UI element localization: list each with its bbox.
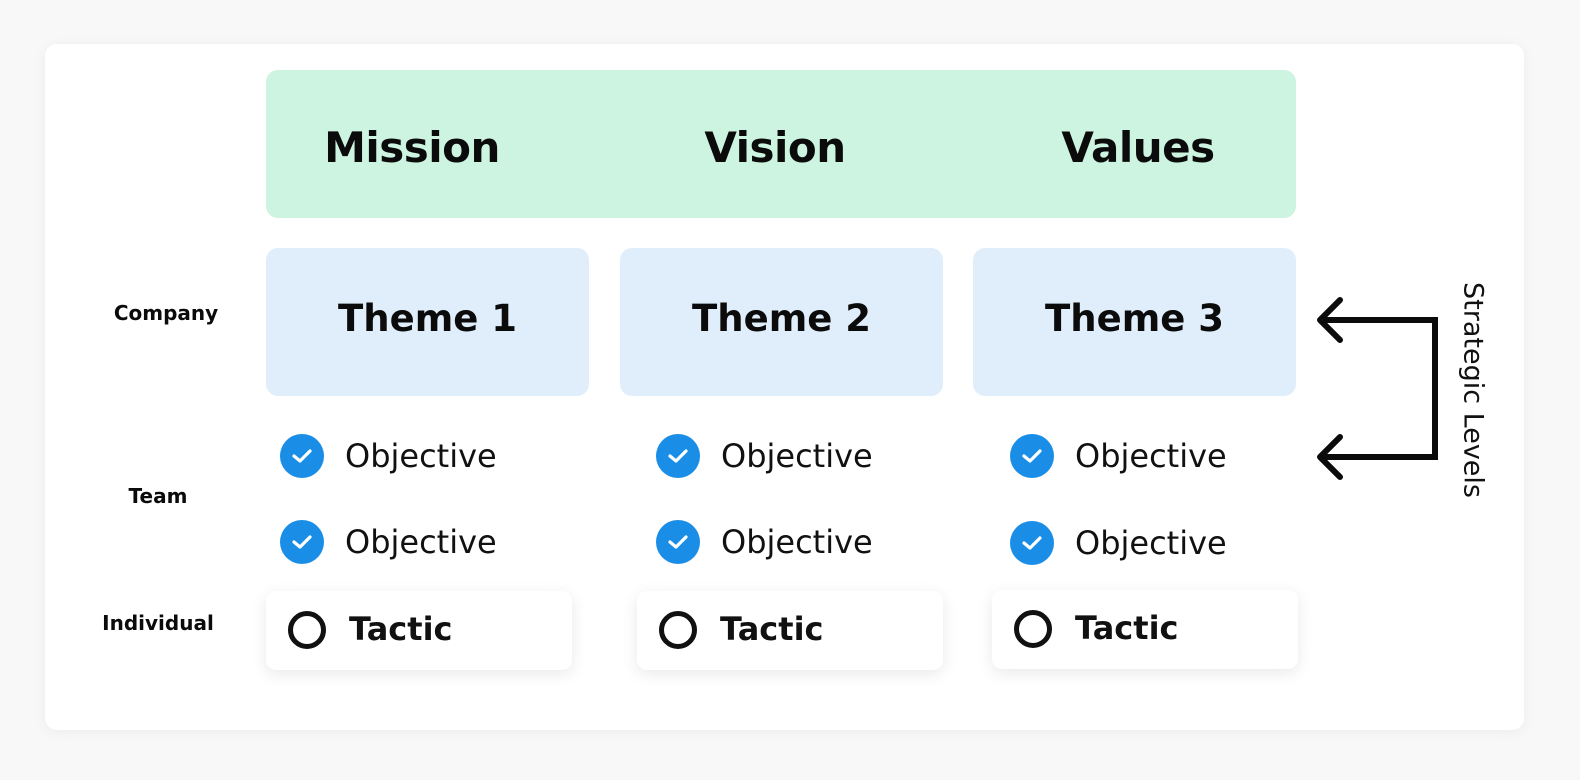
check-circle-icon [280,520,324,564]
theme-box-1: Theme 1 [266,248,589,396]
theme-label: Theme 1 [338,297,517,340]
level-label-team: Team [128,484,188,508]
theme-label: Theme 2 [692,297,871,340]
theme-label: Theme 3 [1045,297,1224,340]
banner-item-mission: Mission [324,123,500,172]
objective-item: Objective [656,519,873,565]
banner-item-values: Values [1061,123,1215,172]
check-circle-icon [280,434,324,478]
level-label-individual: Individual [102,611,214,635]
tactic-label: Tactic [720,610,824,648]
tactic-card-2: Tactic [637,591,943,670]
level-label-company: Company [113,301,219,325]
objective-item: Objective [656,433,873,479]
objective-label: Objective [721,437,873,475]
objective-label: Objective [1075,524,1227,562]
banner-item-vision: Vision [704,123,846,172]
objective-item: Objective [1010,520,1227,566]
strategic-levels-label: Strategic Levels [1457,282,1489,498]
theme-box-3: Theme 3 [973,248,1296,396]
tactic-label: Tactic [349,610,453,648]
tactic-card-1: Tactic [266,591,572,670]
objective-item: Objective [280,433,497,479]
check-circle-icon [1010,521,1054,565]
mission-vision-values-banner [266,70,1296,218]
objective-label: Objective [1075,437,1227,475]
objective-label: Objective [345,523,497,561]
theme-box-2: Theme 2 [620,248,943,396]
empty-circle-icon [288,611,326,649]
objective-label: Objective [721,523,873,561]
check-circle-icon [1010,434,1054,478]
tactic-card-3: Tactic [992,590,1298,669]
bracket-arrows-icon [1317,297,1438,480]
objective-item: Objective [1010,433,1227,479]
check-circle-icon [656,434,700,478]
objective-item: Objective [280,519,497,565]
check-circle-icon [656,520,700,564]
tactic-label: Tactic [1075,609,1179,647]
objective-label: Objective [345,437,497,475]
empty-circle-icon [1014,610,1052,648]
empty-circle-icon [659,611,697,649]
